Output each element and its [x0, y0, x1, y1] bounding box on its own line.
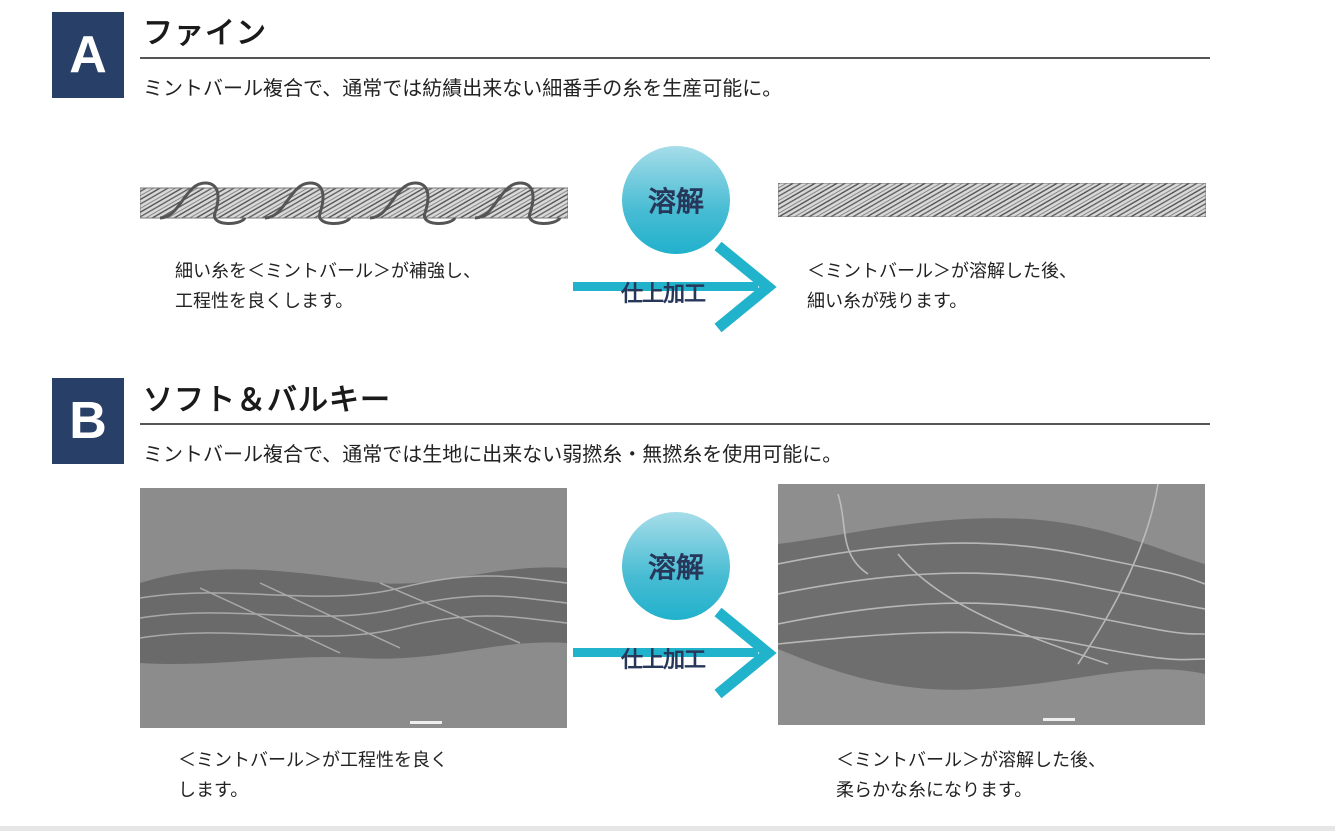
yarn-wrapped-illustration: [140, 181, 568, 225]
section-b-title: ソフト＆バルキー: [143, 383, 391, 418]
dissolve-label: 溶解: [647, 185, 704, 218]
section-b-badge: B: [52, 378, 124, 464]
section-a-badge: A: [52, 12, 124, 98]
arrow-right-icon: [573, 607, 777, 699]
section-b-subtitle: ミントバール複合で、通常では生地に出来ない弱撚糸・無撚糸を使用可能に。: [143, 442, 843, 466]
finishing-label: 仕上加工: [621, 282, 706, 307]
section-a-after-caption: ＜ミントバール＞が溶解した後、 細い糸が残ります。: [807, 261, 1077, 312]
section-a-title: ファイン: [143, 16, 267, 51]
section-b-after-caption: ＜ミントバール＞が溶解した後、 柔らかな糸になります。: [836, 750, 1106, 801]
section-a-subtitle: ミントバール複合で、通常では紡績出来ない細番手の糸を生産可能に。: [143, 76, 783, 100]
fine-yarn-illustration: [778, 183, 1206, 217]
arrow-right-icon: [573, 241, 777, 333]
finishing-label: 仕上加工: [621, 648, 706, 673]
bottom-border: [0, 826, 1335, 831]
section-a-badge-letter: A: [69, 26, 107, 84]
dissolve-circle: 溶解: [622, 512, 730, 620]
sem-twisted-yarn-photo: [140, 488, 567, 728]
section-b-process: 溶解 仕上加工: [573, 512, 783, 712]
dissolve-circle: 溶解: [622, 146, 730, 254]
dissolve-label: 溶解: [647, 551, 704, 584]
section-b-before-caption: ＜ミントバール＞が工程性を良く します。: [178, 750, 448, 801]
section-b-divider: [140, 423, 1210, 425]
section-a-before-caption: 細い糸を＜ミントバール＞が補強し、 工程性を良くします。: [175, 261, 481, 312]
section-a-process: 溶解 仕上加工: [573, 146, 783, 346]
sem-bulky-yarn-photo: [778, 484, 1205, 725]
section-a-divider: [140, 57, 1210, 59]
section-b-badge-letter: B: [69, 392, 107, 450]
